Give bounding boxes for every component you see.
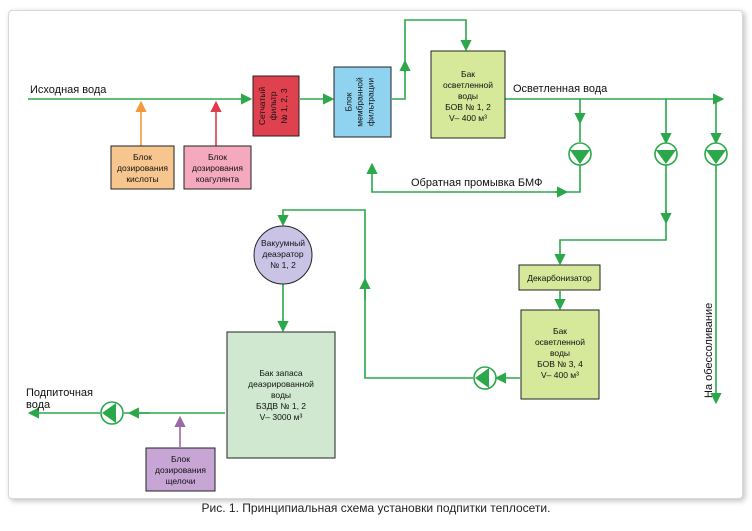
svg-text:Бак: Бак <box>461 69 475 79</box>
tank-bzdv-1-2: Бак запаса деаэрированной воды БЗДВ № 1,… <box>226 331 336 459</box>
coagulant-dosing-block: Блок дозирования коагулянта <box>183 145 252 190</box>
membrane-filtration-block: Блок мембранной фильтрации <box>333 66 392 138</box>
svg-text:БОВ № 1, 2: БОВ № 1, 2 <box>445 102 491 112</box>
svg-text:Блок: Блок <box>208 152 227 162</box>
pump-2 <box>654 142 678 166</box>
tank-bov-1-2: Бак осветленной воды БОВ № 1, 2 V– 400 м… <box>430 50 506 139</box>
svg-text:БЗДВ № 1, 2: БЗДВ № 1, 2 <box>256 401 306 411</box>
label-makeup-water-2: вода <box>26 399 51 411</box>
pump-4 <box>473 366 497 390</box>
svg-text:V– 400 м³: V– 400 м³ <box>541 370 579 380</box>
svg-text:дозирования: дозирования <box>117 163 168 173</box>
membrane-to-tank <box>392 19 472 100</box>
acid-dosing-block: Блок дозирования кислоты <box>110 145 175 190</box>
svg-text:щелочи: щелочи <box>165 476 195 486</box>
svg-text:БОВ № 3, 4: БОВ № 3, 4 <box>537 359 583 369</box>
svg-text:Блок: Блок <box>133 152 152 162</box>
svg-text:№ 1, 2: № 1, 2 <box>270 260 296 270</box>
pump-icon <box>706 150 726 164</box>
svg-text:деаэрированной: деаэрированной <box>248 379 314 389</box>
vacuum-deaerator: Вакуумный деаэратор № 1, 2 <box>253 225 313 285</box>
svg-text:деаэратор: деаэратор <box>262 249 304 259</box>
label-clarified-water: Осветленная вода <box>513 83 608 95</box>
decarbonizer-block: Декарбонизатор <box>518 264 601 291</box>
svg-text:V– 3000 м³: V– 3000 м³ <box>260 412 303 422</box>
label-backwash: Обратная промывка БМФ <box>411 177 542 189</box>
svg-text:№ 1, 2, 3: № 1, 2, 3 <box>279 88 289 123</box>
to-decarbonizer-line <box>554 165 667 266</box>
svg-text:кислоты: кислоты <box>126 174 158 184</box>
svg-text:Вакуумный: Вакуумный <box>261 238 305 248</box>
svg-text:осветленной: осветленной <box>535 337 585 347</box>
svg-text:Бак запаса: Бак запаса <box>259 368 303 378</box>
svg-text:мембранной: мембранной <box>355 77 365 127</box>
svg-text:Декарбонизатор: Декарбонизатор <box>527 273 592 283</box>
label-makeup-water-1: Подпиточная <box>26 387 93 399</box>
pump-icon <box>570 150 590 164</box>
pump-icon <box>656 150 676 164</box>
pump-1 <box>568 142 592 166</box>
pump-icon <box>475 368 489 388</box>
backwash-line <box>366 162 581 193</box>
to-deaerator-line <box>277 209 473 379</box>
pump-icon <box>102 403 116 423</box>
pump-5 <box>100 401 124 425</box>
svg-text:фильтрации: фильтрации <box>366 78 376 126</box>
alkali-dosing-block: Блок дозирования щелочи <box>145 447 216 492</box>
figure-caption: Рис. 1. Принципиальная схема установки п… <box>201 501 551 515</box>
svg-text:дозирования: дозирования <box>155 465 206 475</box>
svg-text:Бак: Бак <box>553 326 567 336</box>
svg-text:коагулянта: коагулянта <box>196 174 239 184</box>
label-to-desalting: На обессоливание <box>703 303 715 398</box>
label-source-water: Исходная вода <box>30 84 107 96</box>
svg-text:Блок: Блок <box>171 454 190 464</box>
pump-3 <box>704 142 728 166</box>
svg-text:Сетчатый: Сетчатый <box>257 87 267 125</box>
svg-text:фильтр: фильтр <box>268 91 278 120</box>
tank-bov-3-4: Бак осветленной воды БОВ № 3, 4 V– 400 м… <box>520 309 600 400</box>
svg-text:Блок: Блок <box>344 92 354 111</box>
svg-text:осветленной: осветленной <box>443 80 493 90</box>
svg-text:воды: воды <box>550 348 570 358</box>
flow-lines <box>27 19 725 419</box>
svg-text:дозирования: дозирования <box>192 163 243 173</box>
svg-text:воды: воды <box>458 91 478 101</box>
svg-text:V– 400 м³: V– 400 м³ <box>449 113 487 123</box>
mesh-filter-block: Сетчатый фильтр № 1, 2, 3 <box>252 75 300 137</box>
svg-text:воды: воды <box>271 390 291 400</box>
